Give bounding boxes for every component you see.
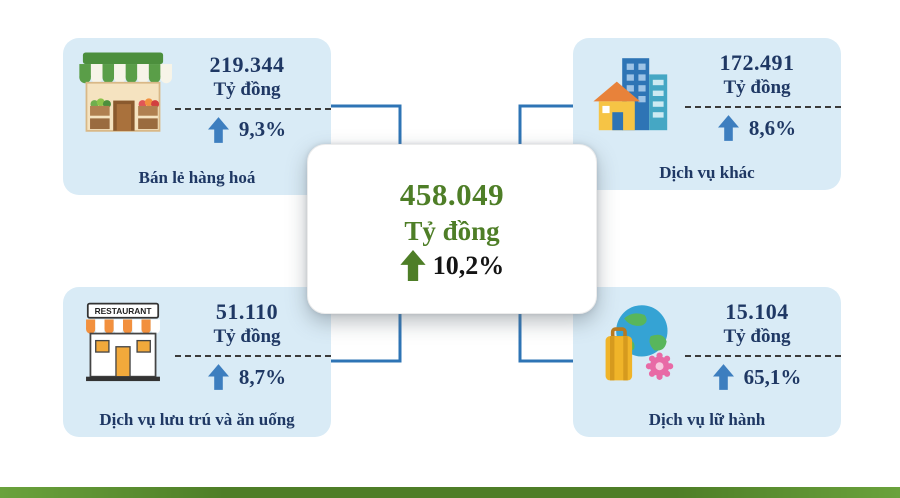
- retail-goods-unit: Tỷ đồng: [213, 78, 281, 100]
- restaurant-sign-text: RESTAURANT: [95, 306, 152, 316]
- other-services-value: 172.491: [719, 50, 795, 75]
- dashed-divider: [685, 106, 841, 108]
- up-arrow-icon: [400, 250, 426, 281]
- bottom-green-bar: [0, 487, 900, 498]
- other-services-unit: Tỷ đồng: [723, 77, 791, 98]
- retail-goods-change: 9,3%: [238, 117, 287, 141]
- accommodation-food-label: Dịch vụ lưu trú và ăn uống: [99, 410, 295, 429]
- travel-globe-suitcase-icon: [581, 300, 685, 390]
- travel-services-change: 65,1%: [743, 364, 802, 389]
- travel-services-value: 15.104: [725, 299, 789, 324]
- retail-goods-label: Bán lẻ hàng hoá: [138, 168, 256, 187]
- travel-services-unit: Tỷ đồng: [723, 326, 791, 347]
- card-other-services: 172.491 Tỷ đồng 8,6% Dịch vụ khác: [573, 38, 841, 190]
- card-accommodation-food-stats-row: RESTAURANT: [63, 287, 331, 390]
- dashed-divider: [685, 355, 841, 357]
- up-arrow-icon: [207, 364, 229, 390]
- card-retail-goods: 219.344 Tỷ đồng 9,3% Bán lẻ hàng hoá: [63, 38, 331, 195]
- dashed-divider: [175, 355, 331, 357]
- card-accommodation-food: RESTAURANT: [63, 287, 331, 437]
- total-unit: Tỷ đồng: [404, 216, 500, 246]
- storefront-icon: [71, 50, 175, 144]
- total-card: 458.049 Tỷ đồng 10,2%: [307, 144, 597, 314]
- accommodation-food-value: 51.110: [215, 299, 279, 324]
- card-other-services-stats-row: 172.491 Tỷ đồng 8,6%: [573, 38, 841, 141]
- retail-goods-value: 219.344: [209, 51, 285, 77]
- dashed-divider: [175, 107, 331, 110]
- accommodation-food-change: 8,7%: [238, 364, 287, 389]
- accommodation-food-unit: Tỷ đồng: [213, 326, 281, 347]
- up-arrow-icon: [717, 115, 739, 141]
- other-services-label: Dịch vụ khác: [659, 163, 755, 182]
- up-arrow-icon: [207, 116, 229, 143]
- up-arrow-icon: [712, 364, 734, 390]
- city-buildings-icon: [581, 51, 685, 141]
- card-retail-goods-stats-row: 219.344 Tỷ đồng 9,3%: [63, 38, 331, 144]
- travel-services-label: Dịch vụ lữ hành: [648, 410, 766, 429]
- restaurant-icon: RESTAURANT: [71, 301, 175, 389]
- total-value: 458.049: [399, 177, 505, 212]
- card-travel-services: 15.104 Tỷ đồng 65,1% Dịch vụ lữ hành: [573, 287, 841, 437]
- total-change: 10,2%: [432, 250, 505, 280]
- card-travel-services-stats-row: 15.104 Tỷ đồng 65,1%: [573, 287, 841, 390]
- other-services-change: 8,6%: [748, 115, 797, 140]
